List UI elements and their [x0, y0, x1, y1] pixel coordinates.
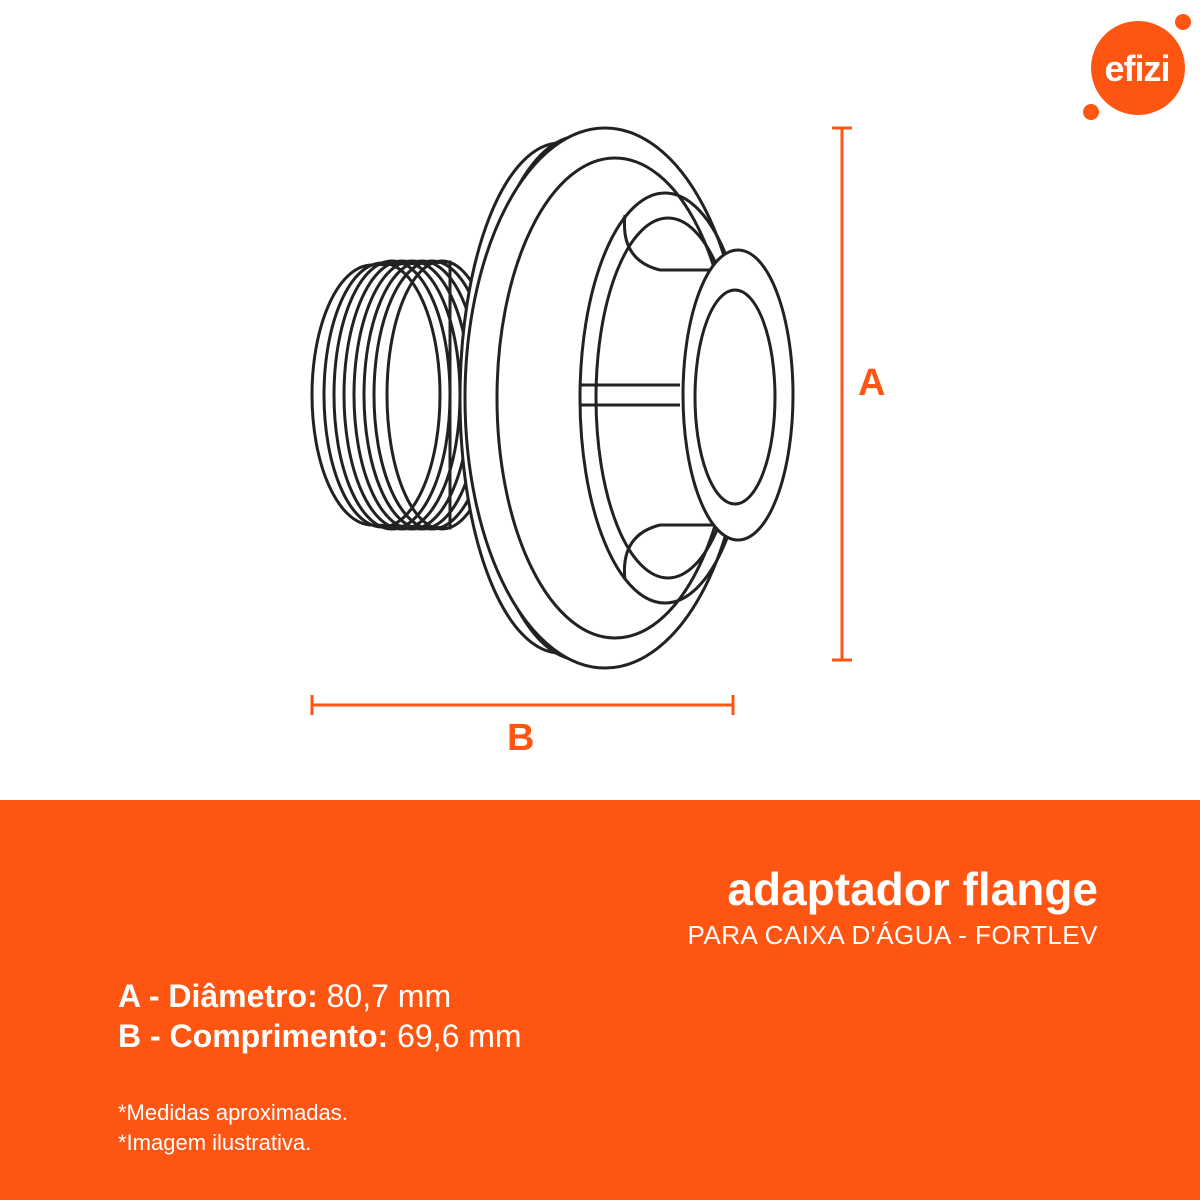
info-panel: adaptador flange PARA CAIXA D'ÁGUA - FOR…	[0, 800, 1200, 1200]
dimension-line-b	[310, 695, 735, 715]
thread-section	[310, 259, 499, 531]
note-illustrative: *Imagem ilustrativa.	[118, 1130, 312, 1155]
flange-rings	[458, 126, 752, 670]
spec-label: B - Comprimento:	[118, 1018, 389, 1054]
flange-adapter-drawing	[310, 126, 852, 715]
efizi-logo	[1083, 14, 1191, 120]
spec-label: A - Diâmetro:	[118, 978, 318, 1014]
product-title: adaptador flange	[727, 863, 1098, 915]
inner-ribs	[580, 214, 720, 581]
spec-value: 80,7 mm	[326, 978, 452, 1014]
dimension-line-a	[832, 126, 852, 662]
dimension-label-a: A	[858, 362, 886, 404]
spec-diameter: A - Diâmetro: 80,7 mm	[118, 978, 451, 1015]
product-illustration-area: A B efizi	[310, 14, 1191, 759]
cap	[681, 248, 795, 542]
dimension-label-b: B	[507, 717, 535, 759]
product-subtitle: PARA CAIXA D'ÁGUA - FORTLEV	[687, 920, 1098, 950]
logo-text: efizi	[1104, 48, 1170, 89]
spec-value: 69,6 mm	[397, 1018, 522, 1054]
spec-length: B - Comprimento: 69,6 mm	[118, 1018, 522, 1055]
note-approximate: *Medidas aproximadas.	[118, 1100, 348, 1125]
